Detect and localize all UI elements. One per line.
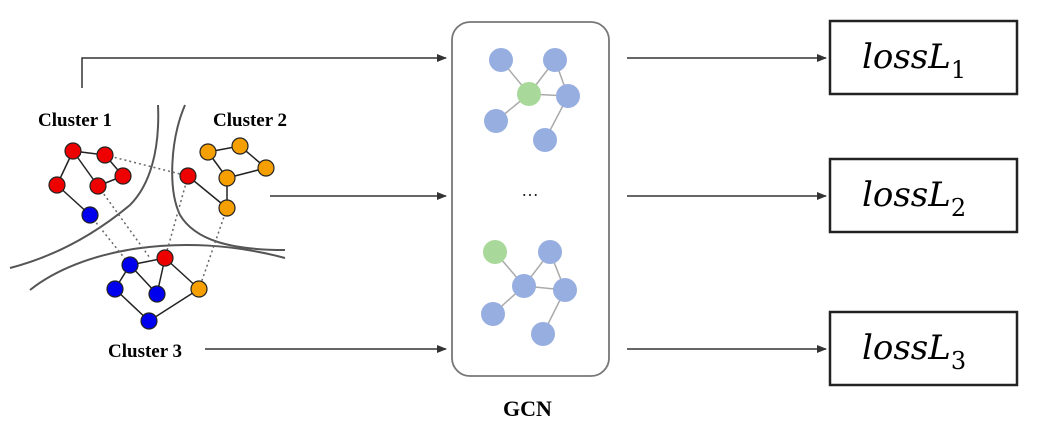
gcn-node: [553, 278, 577, 302]
gcn-node: [543, 48, 567, 72]
gcn-ellipsis: …: [521, 180, 539, 200]
cluster-2-node: [199, 143, 217, 161]
loss-box-3: lossL3: [828, 310, 1019, 387]
cluster-2-node: [218, 169, 236, 187]
cluster-2-label: Cluster 2: [213, 110, 287, 131]
gcn-graph-bottom: [481, 240, 577, 346]
loss-3-text: lossL3: [862, 328, 966, 375]
gcn-node: [489, 48, 513, 72]
gcn-node: [481, 302, 505, 326]
cluster-3-node: [148, 285, 166, 303]
gcn-node: [533, 128, 557, 152]
gcn-node: [556, 84, 580, 108]
cluster-3-label: Cluster 3: [108, 341, 182, 362]
input-arrows: [81, 54, 447, 353]
arrow-cluster-1-to-gcn: [81, 54, 447, 88]
cluster-2-node: [231, 137, 249, 155]
cluster-3-nodes: [106, 249, 208, 330]
cluster-3-node: [156, 249, 174, 267]
cluster-1-node: [96, 146, 114, 164]
cluster-1-node: [114, 167, 132, 185]
cluster-3-node: [121, 256, 139, 274]
gcn-node: [538, 240, 562, 264]
cluster-1-node: [89, 177, 107, 195]
cluster-2-nodes: [179, 137, 275, 217]
gcn-node: [484, 109, 508, 133]
gcn-node: [531, 322, 555, 346]
cluster-1-node: [64, 142, 82, 160]
cluster-1-nodes: [48, 142, 132, 224]
loss-1-text: lossL1: [862, 37, 966, 84]
loss-2-text: lossL2: [862, 175, 966, 222]
boundary-curve-middle: [171, 104, 286, 251]
loss-box-1: lossL1: [828, 19, 1019, 96]
inter-cluster-edges: [89, 154, 228, 290]
boundary-curve-left: [9, 104, 160, 269]
cluster-3-node: [106, 280, 124, 298]
gcn-center-node: [483, 240, 507, 264]
cluster-boundaries: [9, 104, 286, 291]
cluster-2-node: [218, 199, 236, 217]
gcn-graph-top: [484, 48, 580, 152]
gcn-node: [512, 274, 536, 298]
cluster-1-node: [48, 176, 66, 194]
cluster-2-node: [257, 159, 275, 177]
cluster-3-node: [140, 312, 158, 330]
loss-box-2: lossL2: [828, 157, 1019, 234]
cluster-3-node: [190, 280, 208, 298]
gcn-center-node: [517, 82, 541, 106]
boundary-curve-bottom: [29, 244, 286, 291]
cluster-1-label: Cluster 1: [38, 110, 112, 131]
gcn-label: GCN: [503, 396, 552, 421]
output-arrows: [627, 54, 827, 353]
cluster-2-node: [179, 167, 197, 185]
cluster-1-node: [81, 206, 99, 224]
